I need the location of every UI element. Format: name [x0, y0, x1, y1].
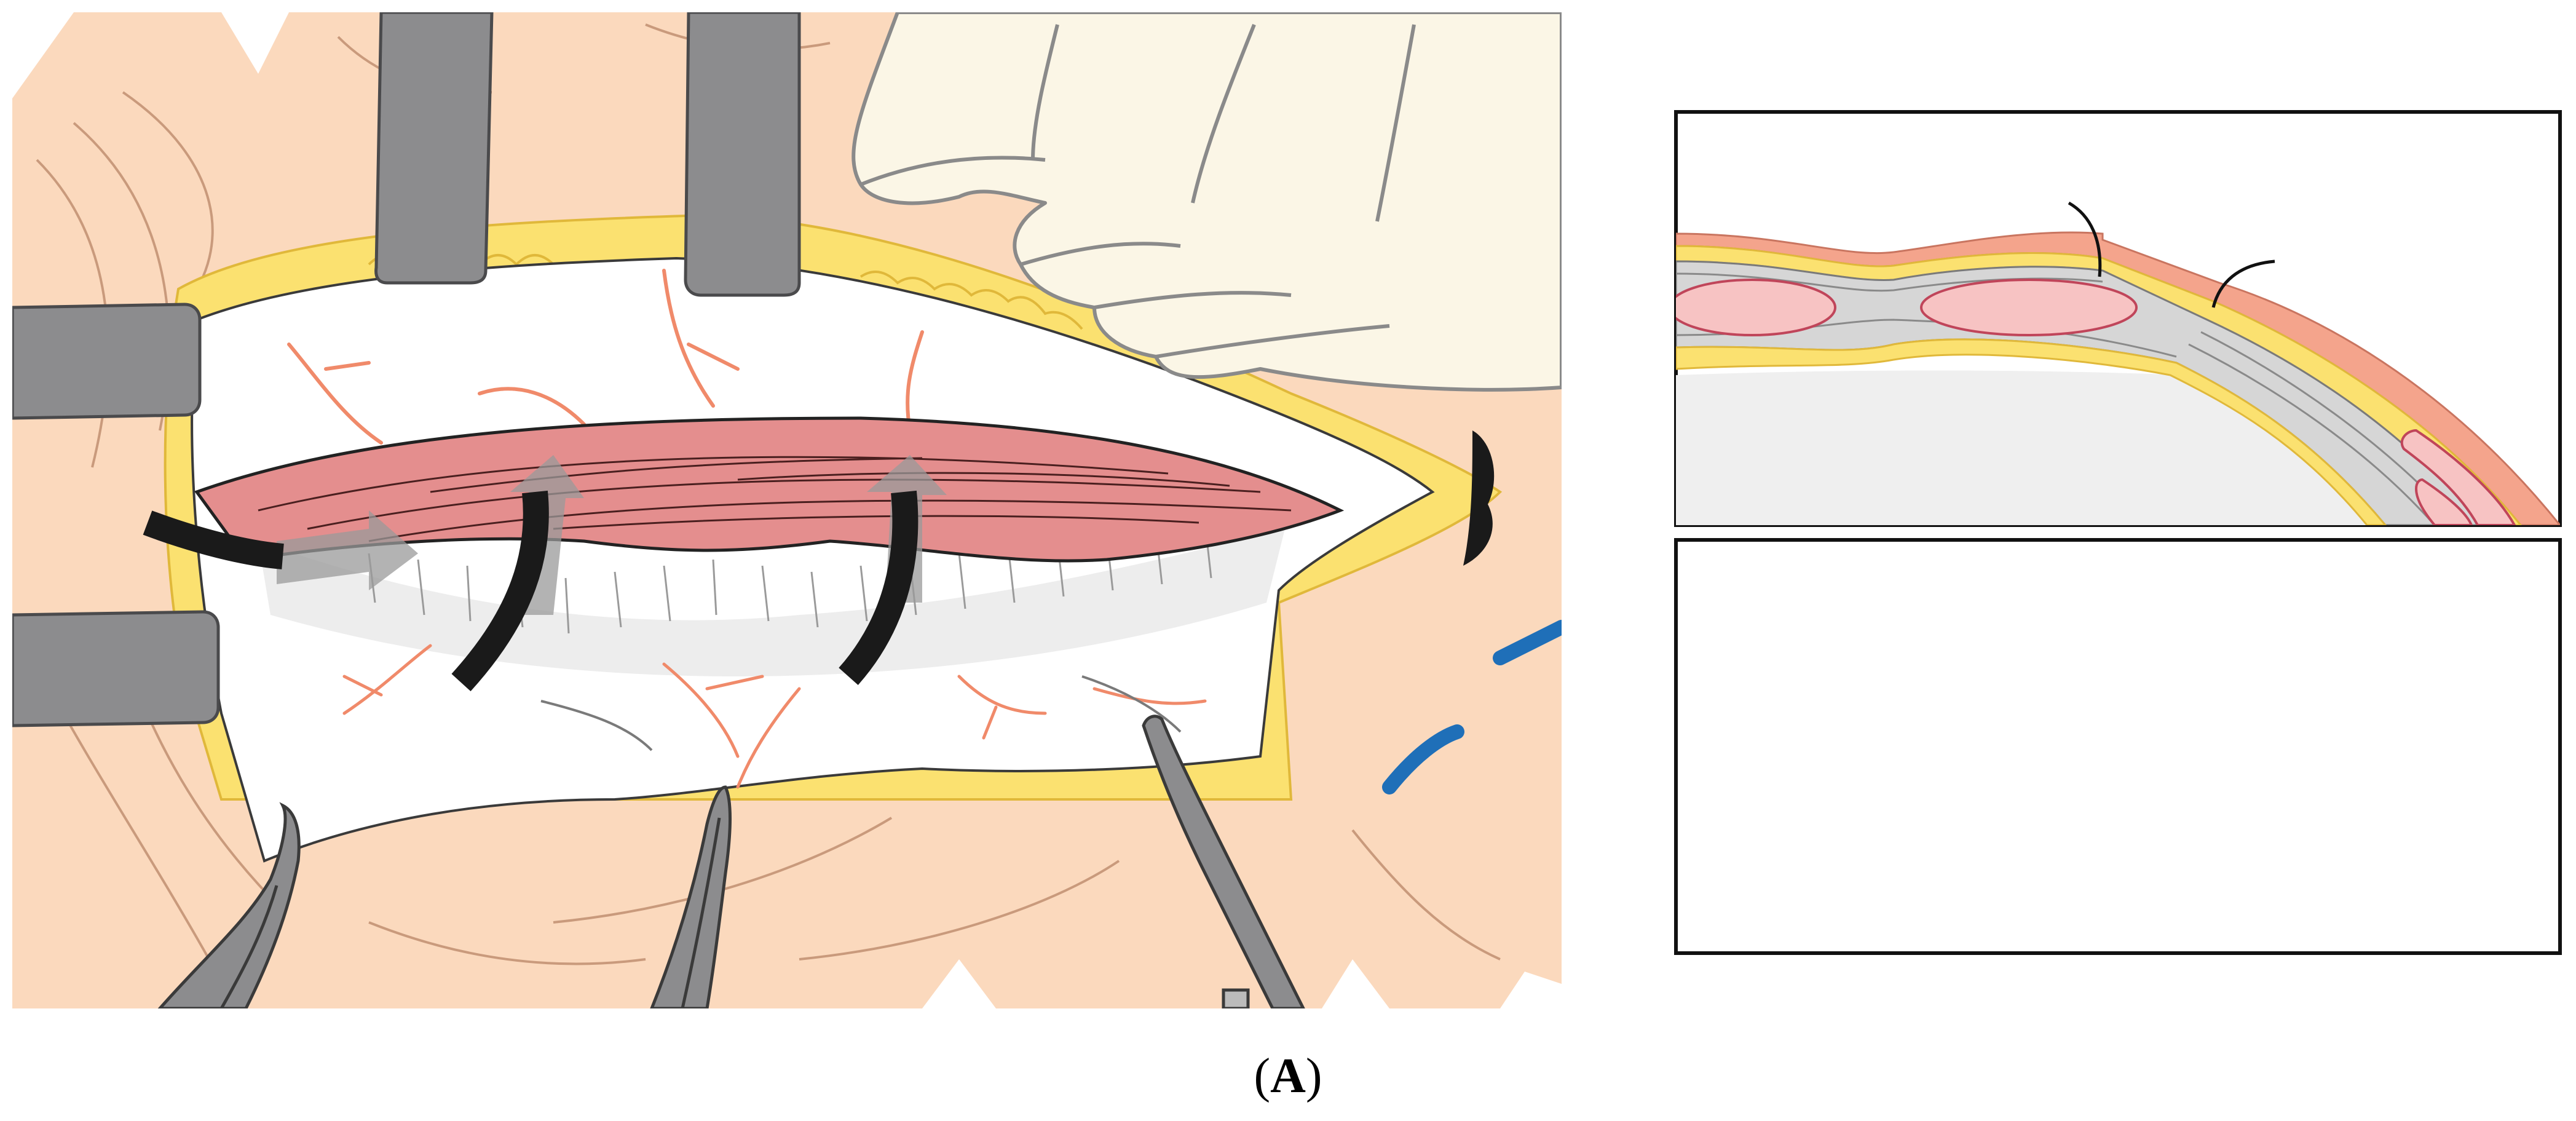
skin-edge-notch — [1322, 959, 1389, 1008]
skin-edge-notch — [221, 12, 289, 74]
panel-label-close: ) — [1305, 1049, 1322, 1103]
peritoneal-fold — [258, 529, 1285, 676]
operative-view — [12, 12, 1562, 1008]
rectus-muscle-right — [1920, 279, 2138, 336]
forceps-icon — [1142, 715, 1305, 1008]
retractor-icon — [684, 12, 801, 297]
oblique-muscle — [2400, 429, 2516, 525]
inset-frame — [1674, 538, 2562, 955]
retractor-icon — [12, 610, 220, 727]
skin-marking-line — [1382, 620, 1562, 794]
upper-vessels — [287, 269, 924, 445]
forceps-icon — [650, 785, 732, 1008]
lower-vessels — [342, 644, 1207, 789]
peritoneal-striations — [368, 522, 1212, 634]
muscle-fibers — [258, 456, 1292, 542]
retractor-icon — [374, 12, 494, 285]
curved-arrow-icon — [143, 490, 919, 692]
incision-edge — [2068, 201, 2102, 277]
panel-label: (A) — [0, 1048, 2576, 1104]
retractor-icon — [12, 303, 202, 420]
skin-edge-notch — [12, 12, 74, 98]
incision-edge — [2211, 259, 2275, 308]
oblique-muscle — [2414, 478, 2473, 525]
forceps-icon — [157, 802, 301, 1008]
gloved-hand-icon — [851, 12, 1562, 392]
rectus-muscle-left — [1676, 279, 1836, 336]
panel-label-open: ( — [1254, 1049, 1271, 1103]
incision-end-mark — [1463, 430, 1495, 566]
cross-section-bottom — [1674, 538, 2562, 955]
cross-section-top — [1674, 110, 2562, 527]
preperitoneal-fat — [1676, 338, 2387, 525]
skin-edge-notch — [922, 959, 996, 1008]
panel-label-letter: A — [1270, 1049, 1306, 1103]
posterior-sheath-lines — [540, 675, 1182, 751]
skin-edge-notch — [1500, 972, 1562, 1008]
